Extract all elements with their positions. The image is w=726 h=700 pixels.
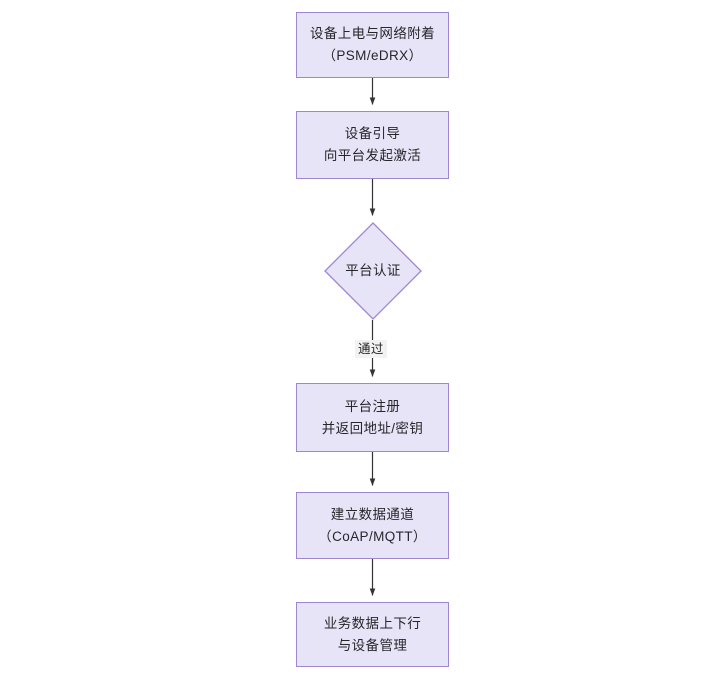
node-platform-register[interactable]: 平台注册 并返回地址/密钥 [296,383,449,452]
edge-label-pass: 通过 [355,340,387,358]
diamond-icon [324,222,422,320]
node-label: 平台注册 并返回地址/密钥 [321,398,424,436]
node-platform-auth-decision[interactable]: 平台认证 [324,222,422,320]
node-label: 设备引导 向平台发起激活 [323,126,422,163]
node-label: 平台认证 [345,263,401,278]
node-establish-data-channel[interactable]: 建立数据通道 （CoAP/MQTT） [296,492,449,559]
node-device-bootstrap[interactable]: 设备引导 向平台发起激活 [296,111,449,179]
node-label: 业务数据上下行 与设备管理 [323,615,422,653]
node-business-data-and-device-mgmt[interactable]: 业务数据上下行 与设备管理 [296,602,449,667]
node-label: 建立数据通道 （CoAP/MQTT） [318,506,427,544]
node-label: 设备上电与网络附着 （PSM/eDRX） [309,26,436,63]
node-device-power-on[interactable]: 设备上电与网络附着 （PSM/eDRX） [296,12,449,78]
